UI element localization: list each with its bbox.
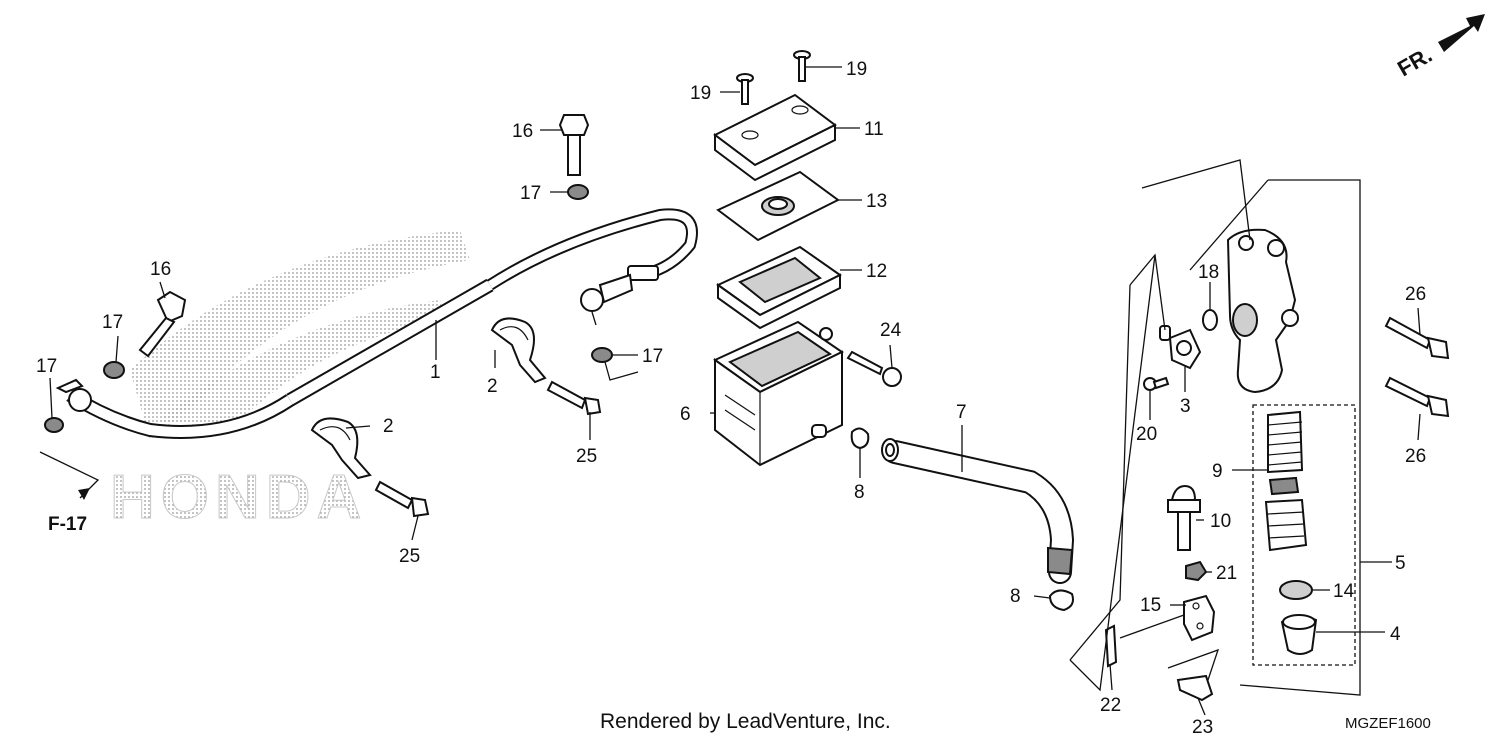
sealing-washer-part-17-d [44, 417, 64, 433]
callout-11: 11 [864, 119, 884, 140]
callout-5: 5 [1395, 553, 1406, 574]
diaphragm-part-12 [716, 245, 842, 330]
section-ref-label: F-17 [48, 514, 87, 535]
brake-hose-part-1 [55, 208, 698, 439]
callout-25-upper: 25 [576, 446, 597, 467]
honda-wing-logo-watermark: HONDA [110, 230, 470, 533]
screw-part-19-left [736, 73, 754, 105]
callout-17-upper: 17 [520, 183, 541, 204]
callout-15: 15 [1140, 595, 1161, 616]
sealing-washer-part-17-b [591, 347, 613, 363]
assembly-brackets [1069, 159, 1361, 696]
o-ring-part-18 [1202, 309, 1218, 331]
callout-22: 22 [1100, 695, 1121, 716]
callout-17-left-lower: 17 [36, 356, 57, 377]
hose-clamp-part-2-lower [310, 417, 372, 480]
callout-26-upper: 26 [1405, 284, 1426, 305]
mounting-bolt-part-26-lower [1384, 376, 1450, 418]
callout-3: 3 [1180, 396, 1191, 417]
bolt-part-24 [846, 350, 902, 387]
callout-2-upper: 2 [487, 376, 498, 397]
nut-part-21 [1185, 560, 1208, 582]
callout-8-lower: 8 [1010, 586, 1021, 607]
hose-joint-part-3 [1159, 325, 1202, 370]
callout-7: 7 [956, 402, 967, 423]
callout-25-lower: 25 [399, 546, 420, 567]
callout-18: 18 [1198, 262, 1219, 283]
master-cylinder-body [1226, 228, 1299, 394]
callout-2-lower: 2 [383, 416, 394, 437]
sealing-washer-part-17-a [567, 184, 589, 200]
clamp-bolt-part-25-upper [546, 380, 602, 416]
mounting-bolt-part-26-upper [1384, 316, 1450, 360]
callout-17-left-upper: 17 [102, 312, 123, 333]
callout-8-upper: 8 [854, 482, 865, 503]
callout-1: 1 [430, 362, 441, 383]
front-arrow-icon [1438, 14, 1485, 52]
callout-16-lower: 16 [150, 259, 171, 280]
diagram-code: MGZEF1600 [1345, 715, 1431, 732]
clevis-pin-part-23 [1176, 674, 1214, 702]
callout-16-upper: 16 [512, 121, 533, 142]
push-rod-part-10 [1167, 484, 1201, 551]
callout-20: 20 [1136, 424, 1157, 445]
callout-19-left: 19 [690, 83, 711, 104]
boot-part-4 [1280, 614, 1318, 655]
callout-17-middle: 17 [642, 346, 663, 367]
screw-part-19-right [793, 50, 811, 82]
callout-23: 23 [1192, 717, 1213, 738]
clamp-bolt-part-25-lower [374, 480, 430, 518]
callout-21: 21 [1216, 563, 1237, 584]
callout-13: 13 [866, 191, 887, 212]
front-label: FR. [1393, 42, 1436, 81]
piston-kit-part-9 [1264, 410, 1308, 552]
callout-6: 6 [680, 404, 691, 425]
callout-9: 9 [1212, 461, 1223, 482]
banjo-bolt-part-16-lower [138, 290, 187, 358]
callout-4: 4 [1390, 624, 1401, 645]
callout-12: 12 [866, 261, 887, 282]
reservoir-hose-part-7 [881, 438, 1075, 584]
diaphragm-plate-part-13 [716, 170, 840, 242]
leader-lines [49, 66, 1421, 716]
callouts: 1 2 2 3 4 5 6 7 8 8 9 10 11 12 13 14 15 … [36, 59, 1426, 738]
reservoir-cap-part-11 [713, 93, 837, 182]
callout-14: 14 [1333, 581, 1355, 602]
front-direction-indicator: FR. [1393, 14, 1485, 81]
sealing-washer-part-17-c [103, 361, 125, 379]
section-reference: F-17 [39, 451, 100, 535]
callout-19-right: 19 [846, 59, 867, 80]
screw-part-20 [1143, 376, 1170, 391]
banjo-bolt-part-16-upper [558, 114, 590, 176]
reservoir-part-6 [713, 320, 844, 467]
callout-24: 24 [880, 320, 902, 341]
hose-clip-part-8-lower [1048, 589, 1074, 612]
clevis-joint-part-15 [1183, 594, 1216, 642]
hose-clip-part-8-upper [850, 427, 870, 450]
callout-10: 10 [1210, 511, 1231, 532]
callout-26-lower: 26 [1405, 446, 1426, 467]
hose-clamp-part-2-upper [490, 317, 547, 384]
footer-credit: Rendered by LeadVenture, Inc. [600, 710, 891, 733]
snap-ring-part-14 [1279, 580, 1313, 600]
cotter-pin-part-22 [1104, 624, 1118, 668]
honda-watermark-text: HONDA [110, 463, 367, 532]
